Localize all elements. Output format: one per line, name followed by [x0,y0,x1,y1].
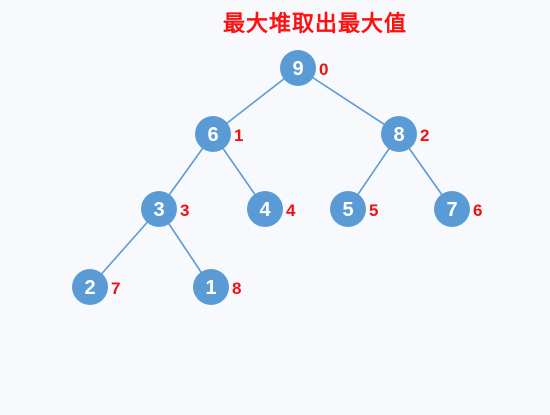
node-value: 3 [153,199,164,221]
node-value: 2 [84,277,95,299]
node-value: 1 [205,277,216,299]
diagram-title: 最大堆取出最大值 [222,12,407,37]
node-index-label: 8 [232,279,241,298]
node-circle [195,116,231,152]
node-index-label: 5 [369,201,378,220]
node-value: 8 [393,124,404,146]
node-circle [247,191,283,227]
node-circle [434,191,470,227]
node-value: 7 [446,199,457,221]
node-index-label: 2 [420,126,429,145]
node-value: 5 [342,199,353,221]
node-index-label: 1 [234,126,243,145]
node-value: 6 [207,124,218,146]
node-index-label: 7 [111,279,120,298]
node-circle [72,269,108,305]
tree-edges [89,67,453,288]
node-circle [381,116,417,152]
tree-edge [297,67,400,135]
node-index-label: 3 [180,201,189,220]
node-value: 4 [259,199,271,221]
node-index-label: 6 [473,201,482,220]
node-index-label: 4 [286,201,296,220]
node-circle [141,191,177,227]
node-circle [280,50,316,86]
node-circle [193,269,229,305]
node-index-label: 0 [319,60,328,79]
node-value: 9 [292,58,303,80]
node-circle [330,191,366,227]
